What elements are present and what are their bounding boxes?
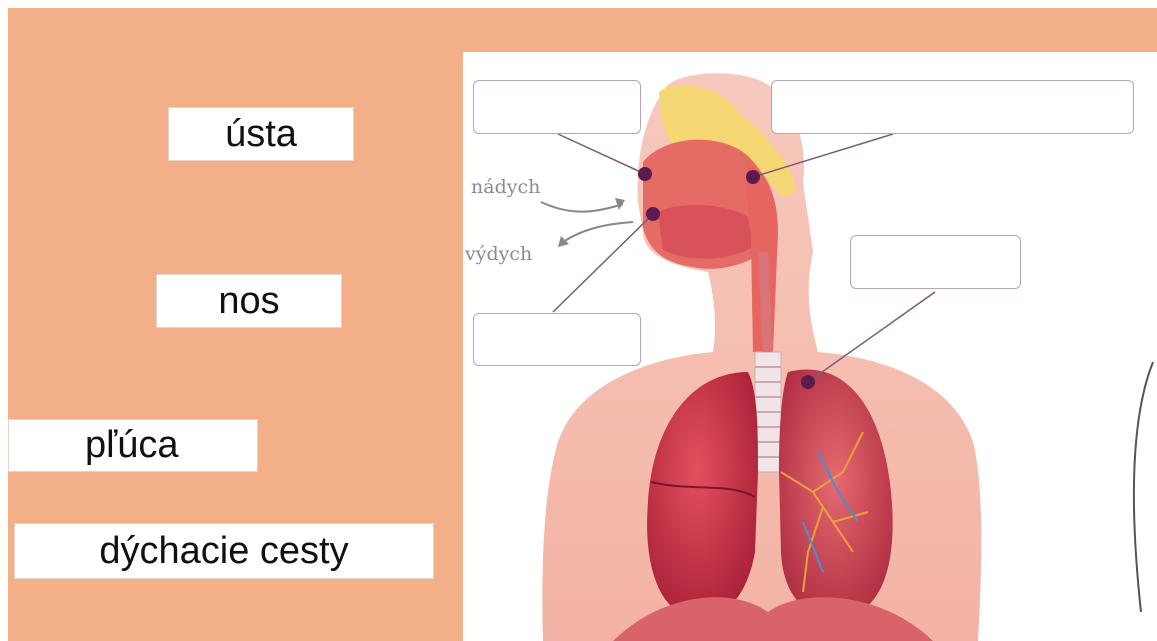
arm-outline: [1134, 362, 1153, 612]
word-tile-pluca[interactable]: pľúca: [8, 419, 258, 472]
word-tile-label: nos: [218, 280, 279, 323]
respiratory-system-figure: nádych výdych: [463, 52, 1157, 641]
inhale-arrowhead: [615, 198, 625, 210]
word-tile-nos[interactable]: nos: [156, 274, 342, 328]
word-tile-dychacie-cesty[interactable]: dýchacie cesty: [14, 523, 434, 579]
drop-target-top-right[interactable]: [771, 80, 1134, 134]
exhale-arrow: [563, 222, 633, 242]
oral-tongue: [658, 205, 753, 259]
inhale-label: nádych: [471, 176, 540, 198]
word-tile-usta[interactable]: ústa: [168, 107, 354, 161]
inhale-arrow: [541, 202, 623, 212]
word-tile-label: ústa: [225, 113, 297, 156]
exhale-label: výdych: [465, 243, 532, 265]
drop-target-top-left[interactable]: [473, 80, 641, 134]
esophagus: [763, 252, 768, 352]
word-tile-label: pľúca: [85, 424, 178, 467]
drop-target-middle-right[interactable]: [850, 235, 1021, 289]
drop-target-middle-left[interactable]: [473, 313, 641, 366]
word-tile-label: dýchacie cesty: [99, 530, 348, 573]
exhale-arrowhead: [558, 236, 569, 247]
